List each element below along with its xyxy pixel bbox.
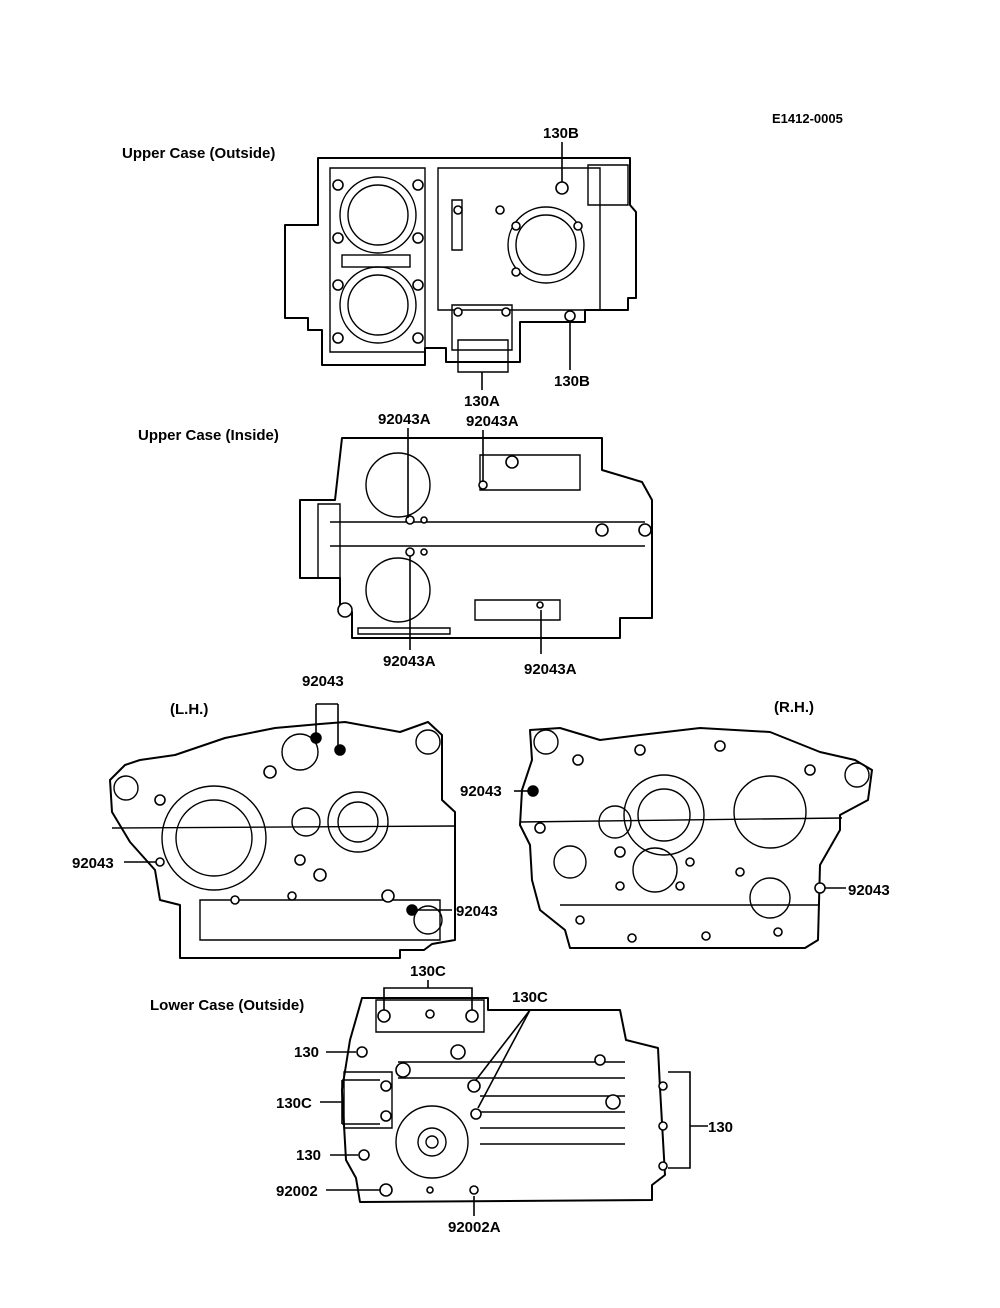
upper-outside-leaders	[481, 142, 571, 390]
upper-case-inside-drawing	[299, 437, 653, 639]
callout-92002A: 92002A	[448, 1219, 501, 1236]
title-right-side: (R.H.)	[774, 699, 814, 716]
callout-130A: 130A	[464, 393, 500, 410]
callout-92043-lh-top: 92043	[302, 673, 344, 690]
title-left-side: (L.H.)	[170, 701, 208, 718]
callout-130C-top: 130C	[410, 963, 446, 980]
callout-92043-lh-bottom: 92043	[456, 903, 498, 920]
callout-130B-bottom: 130B	[554, 373, 590, 390]
lower-case-outside-drawing	[341, 997, 668, 1203]
callout-92043A-1: 92043A	[378, 411, 431, 428]
lower-outside-leaders	[320, 980, 708, 1216]
callout-92002: 92002	[276, 1183, 318, 1200]
callout-130C-left: 130C	[276, 1095, 312, 1112]
callout-130C-right: 130C	[512, 989, 548, 1006]
right-side-leaders	[514, 790, 846, 889]
upper-inside-leaders	[407, 428, 542, 654]
left-side-crankcase-drawing	[109, 721, 456, 959]
right-side-crankcase-drawing	[519, 727, 873, 949]
callout-92043-rh-right: 92043	[848, 882, 890, 899]
callout-92043A-4: 92043A	[524, 661, 577, 678]
callout-130-2: 130	[296, 1147, 321, 1164]
callout-92043A-2: 92043A	[466, 413, 519, 430]
left-side-leaders	[124, 703, 452, 911]
title-upper-case-inside: Upper Case (Inside)	[138, 427, 279, 444]
upper-case-outside-drawing	[284, 157, 637, 373]
callout-92043-rh-left: 92043	[460, 783, 502, 800]
title-lower-case-outside: Lower Case (Outside)	[150, 997, 304, 1014]
drawing-ref-code: E1412-0005	[772, 111, 843, 126]
title-upper-case-outside: Upper Case (Outside)	[122, 145, 275, 162]
callout-130-1: 130	[294, 1044, 319, 1061]
callout-130-right: 130	[708, 1119, 733, 1136]
callout-130B-top: 130B	[543, 125, 579, 142]
callout-92043A-3: 92043A	[383, 653, 436, 670]
callout-92043-lh-left: 92043	[72, 855, 114, 872]
